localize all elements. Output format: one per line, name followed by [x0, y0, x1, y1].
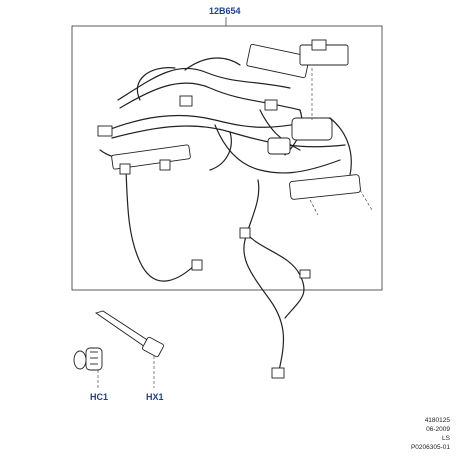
push-clip-part	[73, 347, 103, 371]
wiring-harness	[99, 57, 352, 376]
callout-hx1: HX1	[146, 392, 164, 402]
footer-meta: 4180125 06-2009 LS P0206305-01	[386, 416, 450, 452]
harness-connectors	[97, 39, 361, 379]
assembly-callout: 12B654	[209, 6, 241, 16]
date: 06-2009	[426, 426, 450, 433]
code: LS	[442, 435, 450, 442]
ref-number: 4180125	[424, 417, 450, 424]
cable-tie-part	[94, 310, 164, 358]
illustration-id: P0206305-01	[410, 444, 450, 451]
assembly-frame	[71, 25, 383, 291]
leader-lines	[309, 68, 373, 216]
callout-hc1: HC1	[90, 392, 109, 402]
